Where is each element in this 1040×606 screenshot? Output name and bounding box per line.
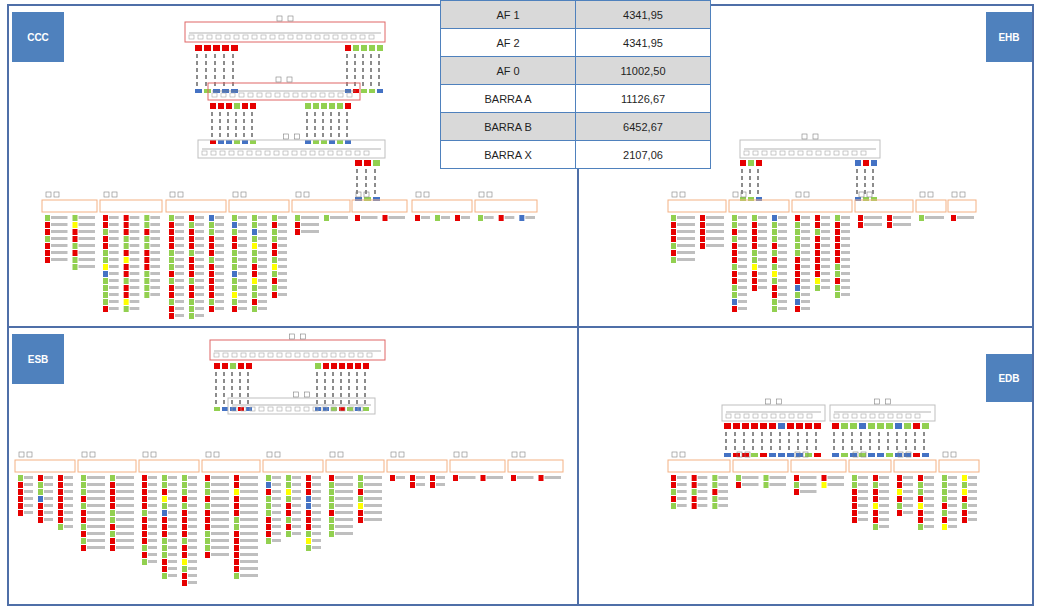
panel-frame	[8, 5, 1033, 605]
table-cell: AF 2	[440, 28, 576, 57]
feeder-group	[508, 452, 563, 481]
table-cell: AF 0	[440, 56, 576, 85]
feeder-group	[42, 192, 97, 270]
panel-divider	[8, 326, 1033, 328]
feeder-group	[166, 192, 226, 319]
panel-tag: EDB	[986, 354, 1032, 402]
panel-tag: CCC	[12, 12, 64, 62]
table-cell: 4341,95	[575, 0, 711, 29]
feeder-group	[948, 192, 976, 221]
feeder-group	[729, 192, 789, 312]
table-text: 6452,67	[623, 121, 663, 133]
table-text: 11126,67	[621, 93, 665, 105]
feeder-group	[387, 452, 447, 488]
table-text: BARRA A	[484, 93, 531, 105]
table-cell: BARRA X	[440, 140, 576, 169]
busbar	[198, 134, 385, 158]
feeder-group	[139, 452, 199, 586]
feeder-group	[475, 192, 537, 221]
busbar	[228, 392, 375, 414]
feeder-group	[849, 452, 891, 530]
feeder-column	[315, 363, 369, 411]
table-cell: AF 1	[440, 0, 576, 29]
feeder-group	[202, 452, 260, 579]
table-cell: BARRA A	[440, 84, 576, 113]
feeder-group	[100, 192, 162, 312]
feeder-column	[210, 103, 256, 144]
feeder-group	[939, 452, 979, 530]
feeder-group	[292, 192, 350, 235]
feeder-group	[668, 452, 730, 509]
feeder-column	[832, 423, 929, 457]
table-text: BARRA B	[484, 121, 532, 133]
feeder-group	[412, 192, 472, 221]
feeder-column	[355, 160, 380, 201]
table-text: 11002,50	[620, 65, 665, 77]
table-cell: 6452,67	[575, 112, 711, 141]
feeder-column	[855, 160, 877, 201]
panel-name: CCC	[27, 32, 49, 43]
feeder-group	[894, 452, 936, 530]
table-text: AF 0	[496, 65, 519, 77]
table-cell: 11002,50	[575, 56, 711, 85]
panel-name: EDB	[998, 373, 1019, 384]
feeder-column	[214, 363, 252, 411]
busbar	[830, 399, 935, 421]
feeder-column	[305, 103, 351, 144]
table-cell: 2107,06	[575, 140, 711, 169]
feeder-group	[450, 452, 505, 481]
feeder-group	[78, 452, 136, 551]
feeder-column	[195, 45, 238, 93]
panel-name: ESB	[28, 354, 49, 365]
table-text: 4341,95	[623, 9, 663, 21]
busbar	[740, 134, 880, 158]
feeder-group	[792, 192, 852, 312]
table-text: 2107,06	[623, 149, 663, 161]
panel-tag: ESB	[12, 334, 64, 384]
table-text: AF 2	[496, 37, 519, 49]
busbar	[210, 334, 385, 360]
feeder-group	[791, 452, 846, 495]
feeder-group	[733, 452, 788, 488]
table-cell: 4341,95	[575, 28, 711, 57]
feeder-group	[229, 192, 289, 312]
panel-name: EHB	[998, 32, 1019, 43]
feeder-group	[352, 192, 407, 221]
feeder-group	[326, 452, 384, 537]
panel-tag: EHB	[986, 12, 1032, 62]
table-text: BARRA X	[484, 149, 532, 161]
table-text: 4341,95	[623, 37, 663, 49]
feeder-column	[345, 45, 383, 93]
busbar	[208, 77, 360, 100]
feeder-column	[740, 160, 762, 201]
busbar	[185, 16, 385, 42]
feeder-group	[15, 452, 75, 530]
table-cell: BARRA B	[440, 112, 576, 141]
table-cell: 11126,67	[575, 84, 711, 113]
busbar	[722, 399, 825, 421]
feeder-group	[855, 192, 913, 228]
feeder-group	[916, 192, 946, 221]
feeder-group	[263, 452, 323, 551]
table-text: AF 1	[496, 9, 519, 21]
feeder-column	[724, 423, 821, 457]
feeder-group	[668, 192, 726, 263]
